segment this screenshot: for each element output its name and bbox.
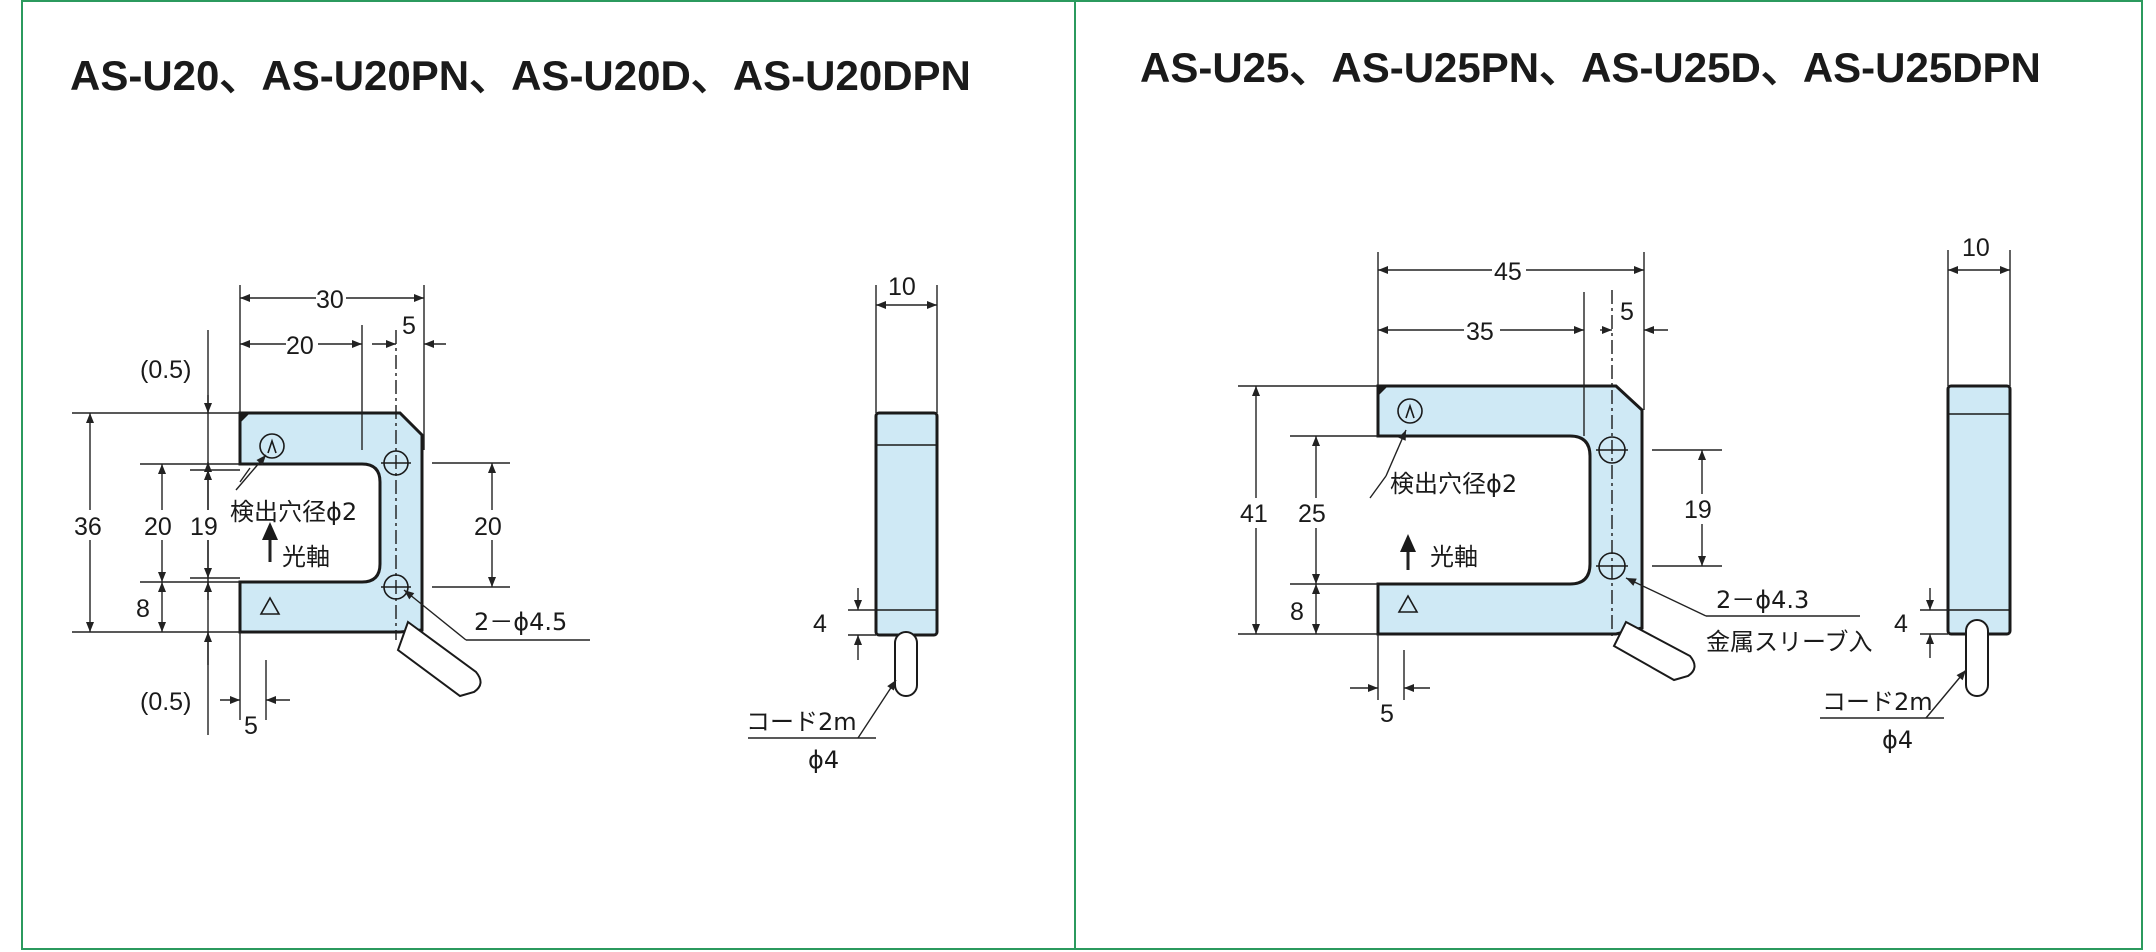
left-side-view: 10 4 コード2m ϕ4 xyxy=(746,273,939,774)
right-optical-axis-note: 光軸 xyxy=(1430,543,1478,571)
dim-label-offset-5: 5 xyxy=(1620,298,1634,326)
right-corner-mark xyxy=(1378,386,1388,396)
right-panel-title: AS-U25、AS-U25PN、AS-U25D、AS-U25DPN xyxy=(1140,44,2041,91)
dim-label-height-41: 41 xyxy=(1240,500,1268,528)
dim-label-holes-19: 19 xyxy=(1684,496,1712,524)
dim-label-bottom-8: 8 xyxy=(1290,598,1304,626)
left-side-cable xyxy=(894,631,918,697)
left-optical-axis-note: 光軸 xyxy=(282,543,330,571)
right-cord-note: コード2m xyxy=(1822,688,1933,716)
right-side-body xyxy=(1946,384,2012,636)
dim-label-side-10: 10 xyxy=(888,273,916,301)
left-panel-title: AS-U20、AS-U20PN、AS-U20D、AS-U20DPN xyxy=(70,52,971,99)
left-front-view: 30 20 5 (0.5) 36 20 19 8 xyxy=(72,283,590,740)
dim-label-bottom-5: 5 xyxy=(1380,700,1394,728)
right-front-view: 45 35 5 41 25 8 5 19 xyxy=(1238,252,1873,728)
dim-label-side-4: 4 xyxy=(813,610,827,638)
left-corner-mark xyxy=(240,413,250,423)
left-cable xyxy=(396,620,482,698)
left-detect-hole-symbol xyxy=(259,433,285,459)
dim-label-bottom-5: 5 xyxy=(244,712,258,740)
right-side-view: 10 4 コード2m ϕ4 xyxy=(1820,234,2012,754)
left-cord-dia-note: ϕ4 xyxy=(808,746,839,774)
dim-label-holes-20: 20 xyxy=(474,513,502,541)
dim-label-slot-25: 25 xyxy=(1298,500,1326,528)
right-mount-holes-note: 2－ϕ4.3 xyxy=(1716,586,1809,614)
dim-label-height-36: 36 xyxy=(74,513,102,541)
left-emitter-triangle-icon xyxy=(259,596,281,615)
dim-label-bottom-8: 8 xyxy=(136,595,150,623)
right-sensor-body xyxy=(1376,384,1644,636)
dim-label-gap-35: 35 xyxy=(1466,318,1494,346)
right-cable xyxy=(1612,620,1696,682)
right-panel-frame xyxy=(1074,0,2143,950)
right-detect-hole-symbol xyxy=(1397,398,1423,424)
dim-label-slot-20: 20 xyxy=(144,513,172,541)
dim-label-slot-19: 19 xyxy=(190,513,218,541)
right-cord-dia-note: ϕ4 xyxy=(1882,726,1913,754)
dim-label-width-30: 30 xyxy=(316,286,344,314)
left-side-body xyxy=(874,411,939,637)
dim-label-side-4: 4 xyxy=(1894,610,1908,638)
dim-label-gap-20: 20 xyxy=(286,332,314,360)
dim-label-offset-5: 5 xyxy=(402,312,416,340)
dim-label-side-10: 10 xyxy=(1962,234,1990,262)
right-emitter-triangle-icon xyxy=(1397,594,1419,613)
right-detect-hole-note: 検出穴径ϕ2 xyxy=(1390,470,1517,498)
dim-label-width-45: 45 xyxy=(1494,258,1522,286)
left-detect-hole-note: 検出穴径ϕ2 xyxy=(230,498,357,526)
dim-label-clear-bottom: (0.5) xyxy=(140,688,191,716)
dim-label-clear-top: (0.5) xyxy=(140,356,191,384)
left-cord-note: コード2m xyxy=(746,708,857,736)
left-mount-holes-note: 2－ϕ4.5 xyxy=(474,608,567,636)
right-sleeve-note: 金属スリーブ入 xyxy=(1706,628,1873,656)
right-side-cable xyxy=(1965,619,1989,697)
